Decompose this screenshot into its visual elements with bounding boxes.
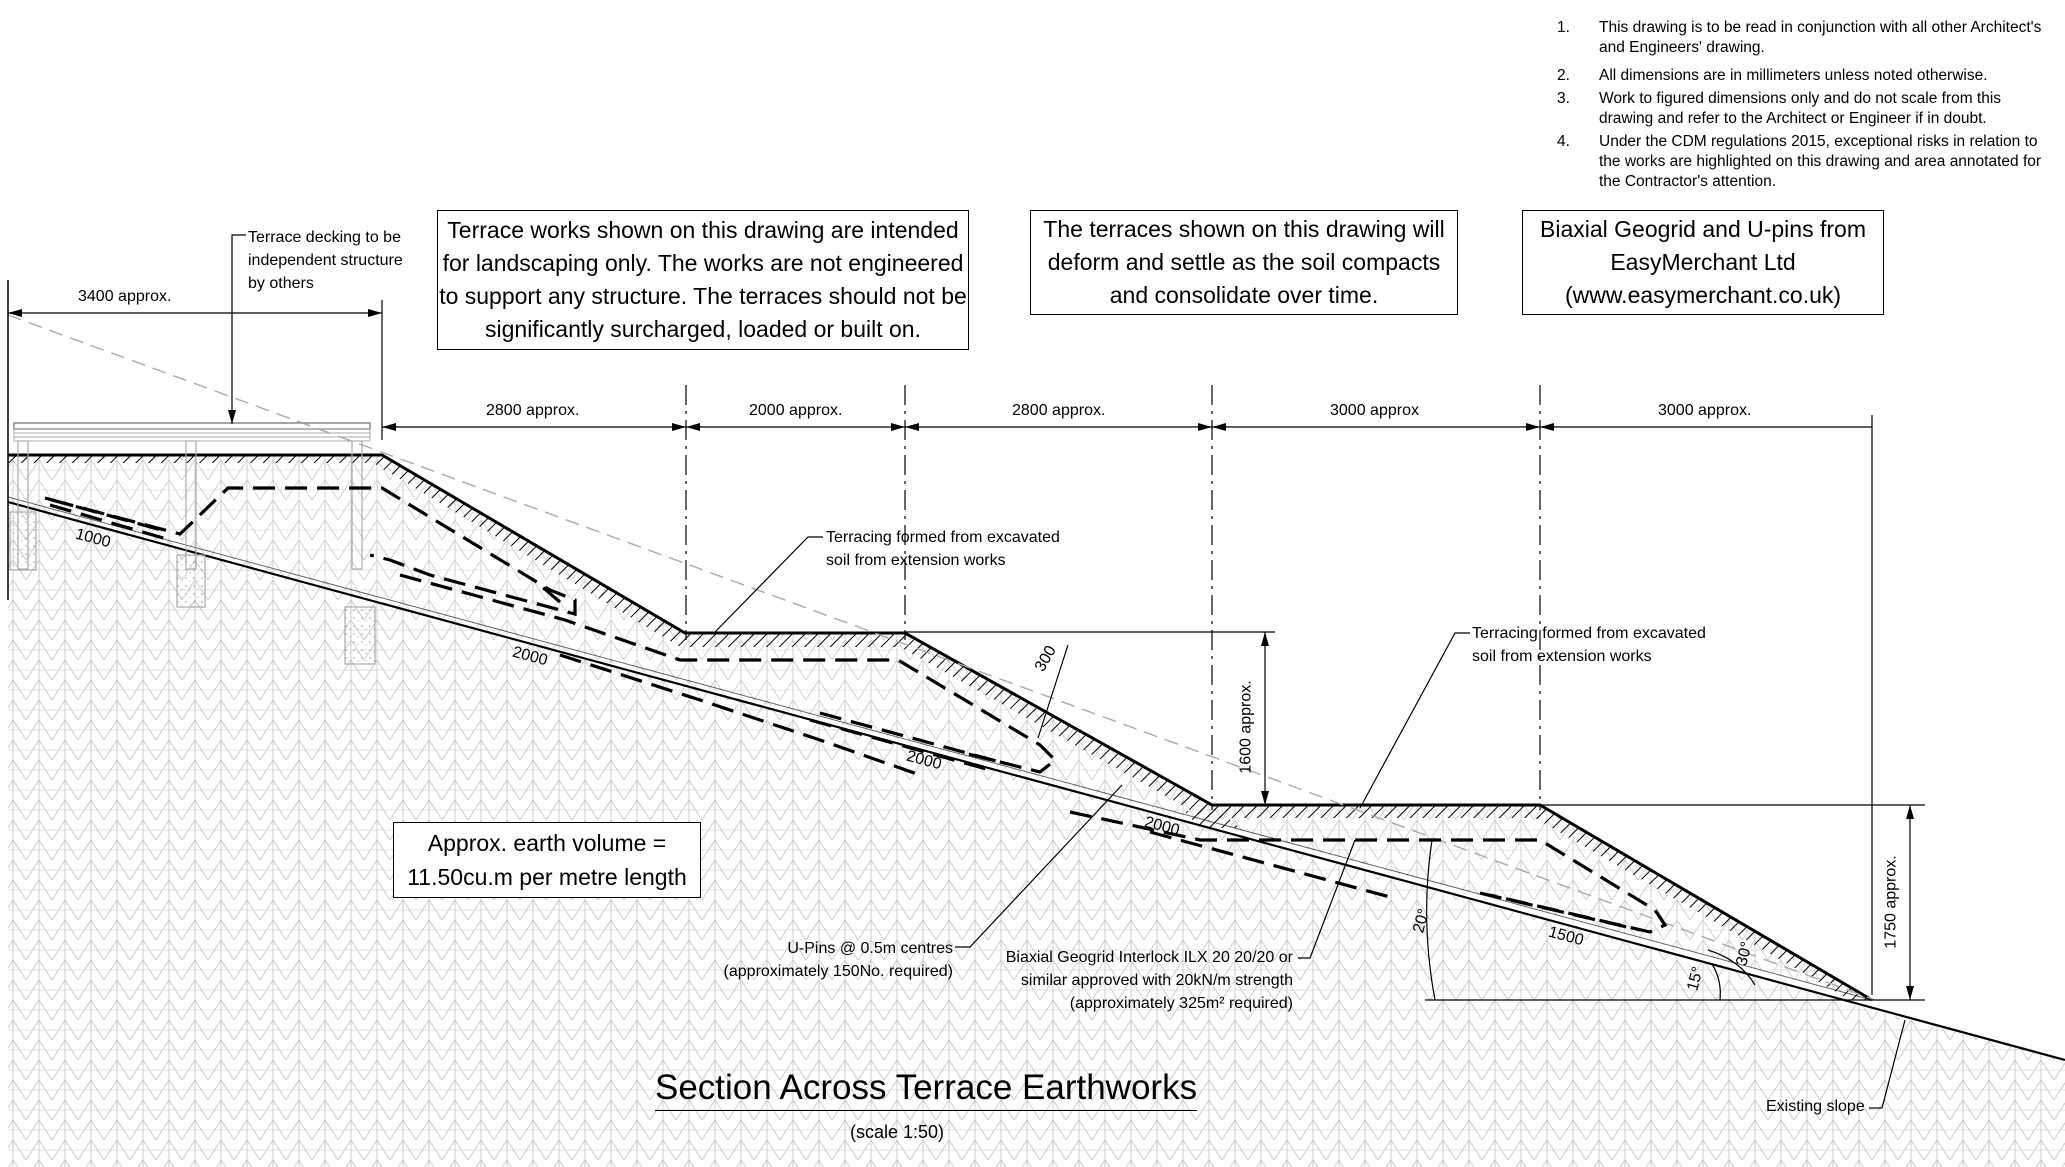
annotation-terracing-2-line-1: Terracing formed from excavated [1472,625,1706,642]
annotation-decking-line-1: Terrace decking to be [248,229,401,246]
dim-d4: 3000 approx [1330,402,1419,419]
note-3-line-2: drawing and refer to the Architect or En… [1599,110,1987,127]
note-1-num: 1. [1557,19,1570,36]
note-4: 4. Under the CDM regulations 2015, excep… [1557,132,2057,192]
note-3-num: 3. [1557,90,1570,107]
box-landscaping-line-2: for landscaping only. The works are not … [442,250,964,276]
dim-d5: 3000 approx. [1658,402,1752,419]
box-supplier: Biaxial Geogrid and U-pins from EasyMerc… [1522,210,1884,315]
dim-d1: 2800 approx. [486,402,580,419]
drawing-title: Section Across Terrace Earthworks [655,1068,1198,1111]
annotation-upins-line-2: (approximately 150No. required) [723,963,953,980]
box-volume-line-2: 11.50cu.m per metre length [407,864,687,890]
note-3: 3. Work to figured dimensions only and d… [1557,89,2057,129]
annotation-terracing-1-line-1: Terracing formed from excavated [826,529,1060,546]
notes-block: 1. This drawing is to be read in conjunc… [1557,18,2057,192]
note-4-line-3: the Contractor's attention. [1599,173,1777,190]
box-volume: Approx. earth volume = 11.50cu.m per met… [393,822,701,898]
dim-d3: 2800 approx. [1012,402,1106,419]
note-2: 2. All dimensions are in millimeters unl… [1557,66,2057,86]
note-3-line-1: Work to figured dimensions only and do n… [1599,90,2002,107]
box-landscaping: Terrace works shown on this drawing are … [437,210,969,350]
annotation-terracing-2-line-2: soil from extension works [1472,648,1652,665]
dim-deck-width: 3400 approx. [78,288,172,305]
annotation-upins-line-1: U-Pins @ 0.5m centres [787,940,953,957]
angle-marks [1426,839,1756,1001]
terrace-decking [7,280,376,665]
note-4-line-2: the works are highlighted on this drawin… [1599,153,2042,170]
annotation-terracing-1: Terracing formed from excavated soil fro… [826,526,1060,572]
dim-h1: 1600 approx. [1237,680,1255,774]
note-1-line-1: This drawing is to be read in conjunctio… [1599,19,2042,36]
annotation-geogrid: Biaxial Geogrid Interlock ILX 20 20/20 o… [1006,946,1293,1015]
dimension-lines [8,300,1925,1001]
annotation-decking: Terrace decking to be independent struct… [248,226,403,295]
existing-ground [8,502,2065,1167]
annotation-decking-line-2: independent structure [248,252,403,269]
annotation-existing-slope: Existing slope [1766,1098,1865,1115]
box-volume-line-1: Approx. earth volume = [427,830,667,856]
dim-arrows [8,309,1914,1000]
note-2-line-1: All dimensions are in millimeters unless… [1599,67,1988,84]
annotation-geogrid-line-2: similar approved with 20kN/m strength [1020,972,1293,989]
annotation-geogrid-line-3: (approximately 325m² required) [1069,995,1293,1012]
box-supplier-line-3: (www.easymerchant.co.uk) [1564,282,1842,308]
note-1: 1. This drawing is to be read in conjunc… [1557,18,2057,58]
annotation-decking-line-3: by others [248,275,314,292]
drawing-scale: (scale 1:50) [850,1122,945,1142]
box-landscaping-line-1: Terrace works shown on this drawing are … [447,217,959,243]
box-supplier-line-2: EasyMerchant Ltd [1610,249,1796,275]
box-settle-line-3: and consolidate over time. [1109,282,1379,308]
note-4-num: 4. [1557,133,1570,150]
box-settle-line-2: deform and settle as the soil compacts [1047,249,1441,275]
box-settle-line-1: The terraces shown on this drawing will [1043,216,1445,242]
note-2-num: 2. [1557,67,1570,84]
annotation-terracing-1-line-2: soil from extension works [826,552,1006,569]
box-settle: The terraces shown on this drawing will … [1030,210,1458,315]
terrace-fill [8,455,1872,1000]
box-supplier-line-1: Biaxial Geogrid and U-pins from [1540,216,1866,242]
annotation-geogrid-line-1: Biaxial Geogrid Interlock ILX 20 20/20 o… [1005,949,1293,966]
box-landscaping-line-4: significantly surcharged, loaded or buil… [485,316,921,342]
annotation-upins: U-Pins @ 0.5m centres (approximately 150… [724,937,953,983]
existing-slope-line [7,500,2065,1062]
dim-d2: 2000 approx. [749,402,843,419]
box-landscaping-line-3: to support any structure. The terraces s… [439,283,967,309]
note-4-line-1: Under the CDM regulations 2015, exceptio… [1599,133,2038,150]
annotation-terracing-2: Terracing formed from excavated soil fro… [1472,622,1706,668]
note-1-line-2: and Engineers' drawing. [1599,39,1765,56]
surface-hatch-1 [8,455,382,463]
surface-hatch-2 [375,455,905,647]
dim-h2: 1750 approx. [1882,855,1900,949]
geogrid-layers [44,486,1668,934]
toe-hatch [1185,805,1240,828]
